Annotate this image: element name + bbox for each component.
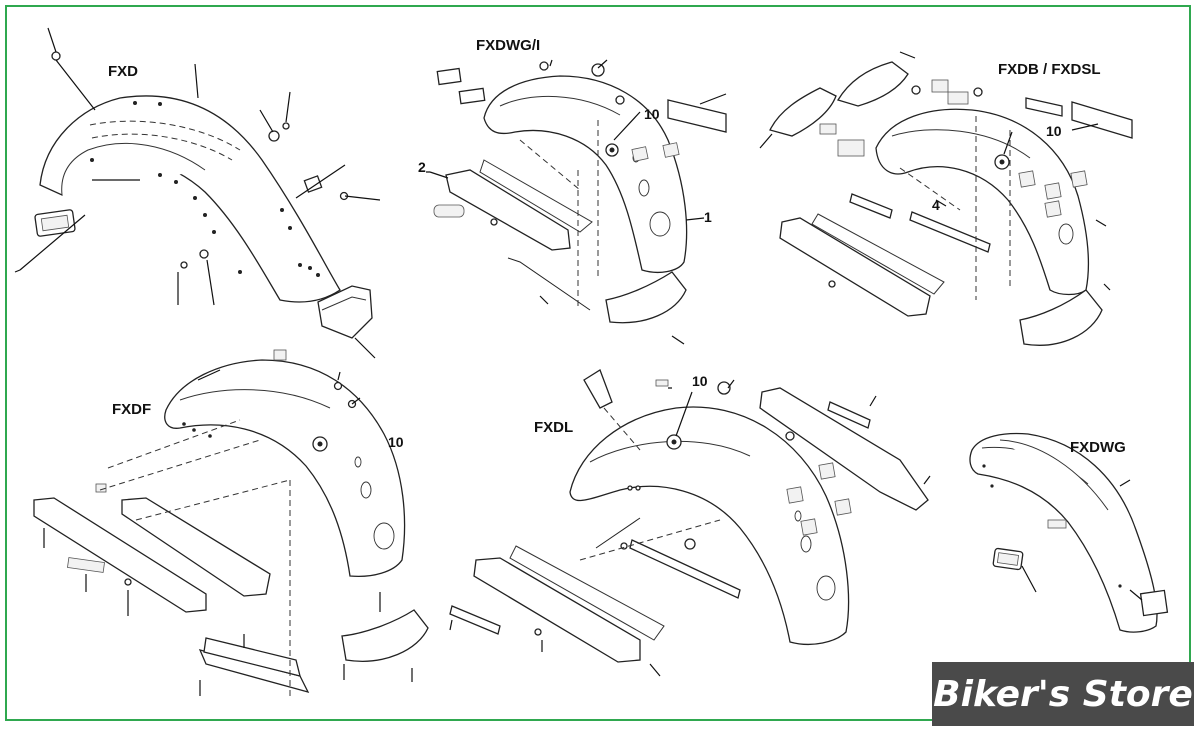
fxdf-rear-fender-group: [33, 349, 429, 700]
model-label-fxdb-fxdsl: FXDB / FXDSL: [998, 61, 1101, 78]
fxd-fender: [39, 95, 341, 303]
fxdwg-fender: [969, 432, 1158, 633]
fxdl-strut: [473, 557, 641, 663]
fxdwgi-bumper: [605, 271, 687, 324]
model-label-fxdwg: FXDWG: [1070, 439, 1126, 456]
fxdwgi-rail: [667, 99, 727, 133]
fxdf-strut-right: [121, 497, 271, 597]
fxdwgi-strut: [445, 169, 571, 251]
model-label-fxdf: FXDF: [112, 401, 152, 418]
callout-fxdb-10: 10: [1046, 123, 1062, 139]
fxdf-fender: [164, 359, 406, 578]
model-label-fxd: FXD: [108, 63, 138, 80]
fxdwgi-strap: [436, 67, 462, 86]
bikers-store-watermark: Biker's Store: [932, 662, 1194, 726]
callout-fxdf-10: 10: [388, 434, 404, 450]
fxdf-strut-left: [33, 497, 207, 613]
fxdwg-rear-fender-group: [969, 432, 1169, 633]
fxdf-bumper: [341, 609, 429, 662]
fxdb-strut: [779, 217, 931, 317]
fxdwgi-fender: [483, 75, 688, 273]
callout-fxdwgi-10: 10: [644, 106, 660, 122]
fxd-bolt: [268, 130, 280, 142]
fxd-clip: [303, 175, 323, 193]
fxdl-rail: [759, 387, 929, 511]
fxdb-cover-left: [769, 87, 837, 137]
fxdb-rear-fender-group: [759, 51, 1133, 346]
fxd-rear-fender-group: [14, 27, 381, 359]
fxdl-fender: [569, 406, 850, 646]
fxdwgi-rear-fender-group: [426, 59, 727, 345]
fxd-nut: [51, 51, 61, 61]
callout-fxdwgi-2: 2: [418, 159, 426, 175]
fxdb-cover-right: [837, 61, 909, 107]
callout-fxdl-10: 10: [692, 373, 708, 389]
watermark-text: Biker's Store: [933, 673, 1193, 715]
fxdb-rail: [1071, 101, 1133, 139]
fxdl-strap: [583, 369, 613, 409]
model-label-fxdl: FXDL: [534, 419, 574, 436]
fxdl-rear-fender-group: [449, 369, 931, 677]
diagram-frame: [5, 5, 1191, 721]
callout-fxdwgi-1: 1: [704, 209, 712, 225]
fxdb-bumper: [1019, 289, 1103, 346]
callout-fxdb-4: 4: [932, 197, 940, 213]
fxdb-fender: [875, 108, 1090, 296]
model-label-fxdwgi: FXDWG/I: [476, 37, 541, 54]
